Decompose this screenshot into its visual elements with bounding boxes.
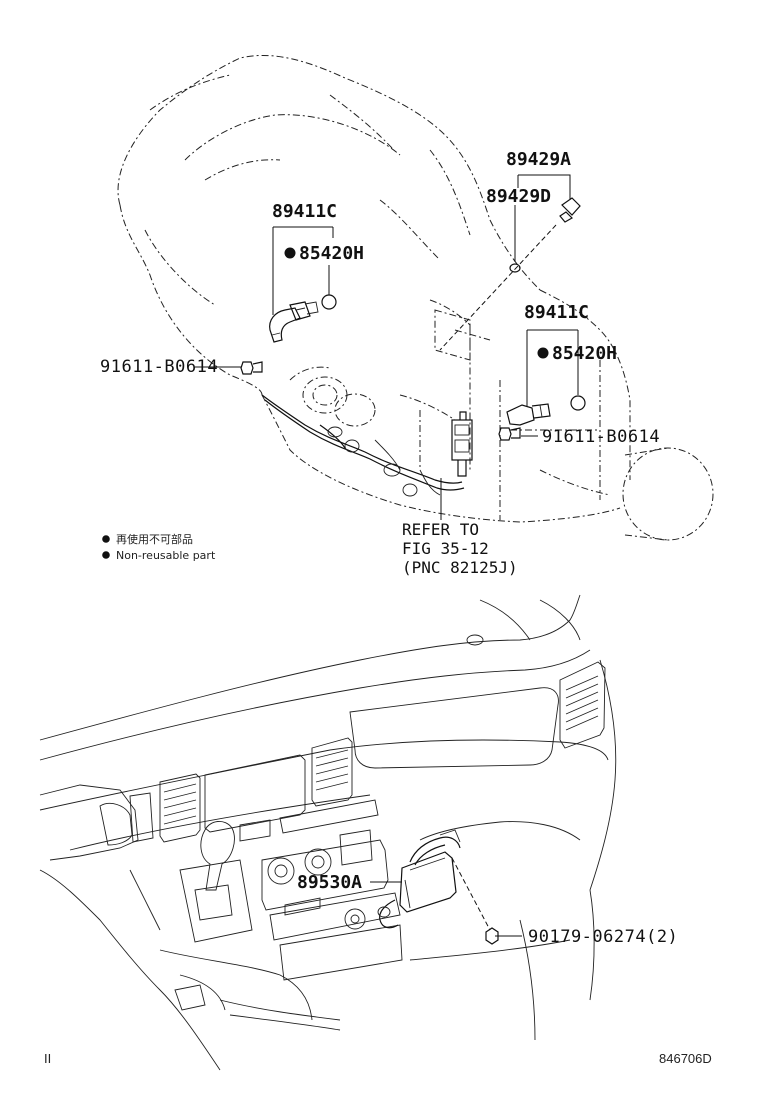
wire-harness xyxy=(261,394,473,497)
legend-dot-en xyxy=(102,551,110,559)
instrument-panel-drawing xyxy=(39,594,617,1071)
non-reusable-dot-left xyxy=(284,247,296,259)
left-speed-sensor xyxy=(240,294,337,375)
reference-line-3: (PNC 82125J) xyxy=(402,558,518,577)
legend-text-en: Non-reusable part xyxy=(116,549,216,562)
right-speed-sensor xyxy=(498,395,586,441)
ecu-module xyxy=(377,829,461,929)
legend-text-ja: 再使用不可部品 xyxy=(116,532,193,546)
callout-89411c-right: 89411C xyxy=(524,302,589,323)
lower-leaders xyxy=(370,857,522,945)
callout-91611-right: 91611-B0614 xyxy=(542,427,660,447)
reference-line-1: REFER TO xyxy=(402,520,479,539)
callout-90179-06274: 90179-06274(2) xyxy=(528,927,678,947)
callout-91611-left: 91611-B0614 xyxy=(100,357,218,377)
non-reusable-dot-right xyxy=(537,347,549,359)
upper-leaders xyxy=(195,174,579,520)
legend-dot-ja xyxy=(102,535,110,543)
reference-note: REFER TO FIG 35-12 (PNC 82125J) xyxy=(402,520,518,577)
figure-code: 846706D xyxy=(659,1051,712,1066)
callout-89429a: 89429A xyxy=(506,149,571,170)
legend: 再使用不可部品 Non-reusable part xyxy=(102,532,216,562)
callout-89411c-left: 89411C xyxy=(272,201,337,222)
callout-89530a: 89530A xyxy=(297,872,362,893)
reference-line-2: FIG 35-12 xyxy=(402,539,489,558)
callout-85420h-left: 85420H xyxy=(299,243,364,264)
callout-89429d: 89429D xyxy=(486,186,551,207)
top-switch-sensor xyxy=(509,197,581,273)
transmission-drawing xyxy=(117,55,714,541)
footer-mark: II xyxy=(44,1051,51,1066)
callout-85420h-right: 85420H xyxy=(552,343,617,364)
